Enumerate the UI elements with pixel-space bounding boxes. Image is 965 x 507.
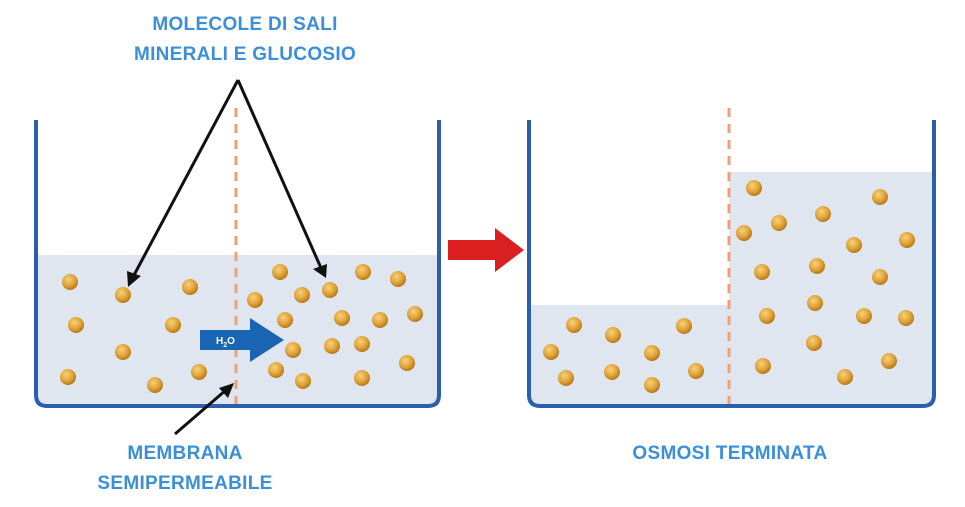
particle: [806, 335, 822, 351]
particle: [165, 317, 181, 333]
pointer-head-left: [127, 271, 141, 287]
particle: [147, 377, 163, 393]
molecules-label: MOLECOLE DI SALI MINERALI E GLUCOSIO: [95, 10, 395, 70]
particle: [295, 373, 311, 389]
particle: [191, 364, 207, 380]
particle: [566, 317, 582, 333]
particle: [746, 180, 762, 196]
particle: [399, 355, 415, 371]
particle: [324, 338, 340, 354]
particle: [354, 370, 370, 386]
particle: [846, 237, 862, 253]
particle: [644, 345, 660, 361]
particle: [676, 318, 692, 334]
particle: [771, 215, 787, 231]
pointer-line-left: [131, 79, 240, 278]
membrane-label-line-1: MEMBRANA: [127, 443, 243, 464]
particle: [755, 358, 771, 374]
particle: [759, 308, 775, 324]
particle: [247, 292, 263, 308]
membrane-label-line-2: SEMIPERMEABILE: [97, 473, 273, 494]
particle: [372, 312, 388, 328]
osmosis-done-label: OSMOSI TERMINATA: [632, 443, 828, 464]
particle: [754, 264, 770, 280]
particle: [60, 369, 76, 385]
pointer-line-right: [236, 79, 323, 269]
beaker-right: [527, 108, 936, 408]
membrane-label: MEMBRANA SEMIPERMEABILE: [60, 439, 310, 499]
membrane-pointer-head: [219, 383, 234, 398]
water-flow-arrow: H2O: [200, 318, 284, 362]
particle: [872, 189, 888, 205]
particle: [837, 369, 853, 385]
particle: [605, 327, 621, 343]
particle: [334, 310, 350, 326]
particle: [182, 279, 198, 295]
beaker-left-outline: [34, 120, 441, 408]
particle: [294, 287, 310, 303]
molecules-label-line-1: MOLECOLE DI SALI: [152, 14, 338, 35]
particle: [285, 342, 301, 358]
particle: [407, 306, 423, 322]
particle: [644, 377, 660, 393]
beaker-right-outline: [527, 120, 936, 408]
particles-right: [543, 180, 915, 393]
particle: [881, 353, 897, 369]
particle: [558, 370, 574, 386]
particle: [815, 206, 831, 222]
beaker-left: H2O: [34, 79, 441, 436]
molecules-label-line-2: MINERALI E GLUCOSIO: [133, 44, 357, 65]
particle: [115, 344, 131, 360]
particle: [736, 225, 752, 241]
particle: [898, 310, 914, 326]
membrane-pointer-line: [174, 388, 227, 436]
pointer-head-right: [313, 264, 327, 278]
particle: [604, 364, 620, 380]
particle: [354, 336, 370, 352]
particle: [856, 308, 872, 324]
particle: [272, 264, 288, 280]
particle: [807, 295, 823, 311]
particle: [68, 317, 84, 333]
h2o-label: H2O: [216, 336, 235, 349]
particle: [115, 287, 131, 303]
particle: [872, 269, 888, 285]
particle: [809, 258, 825, 274]
particle: [62, 274, 78, 290]
particle: [688, 363, 704, 379]
particle: [390, 271, 406, 287]
water-right-low: [531, 305, 729, 405]
particle: [268, 362, 284, 378]
particle: [899, 232, 915, 248]
particle: [277, 312, 293, 328]
particle: [355, 264, 371, 280]
particles-left: [60, 264, 423, 393]
particle: [543, 344, 559, 360]
transition-arrow: [448, 228, 524, 272]
particle: [322, 282, 338, 298]
